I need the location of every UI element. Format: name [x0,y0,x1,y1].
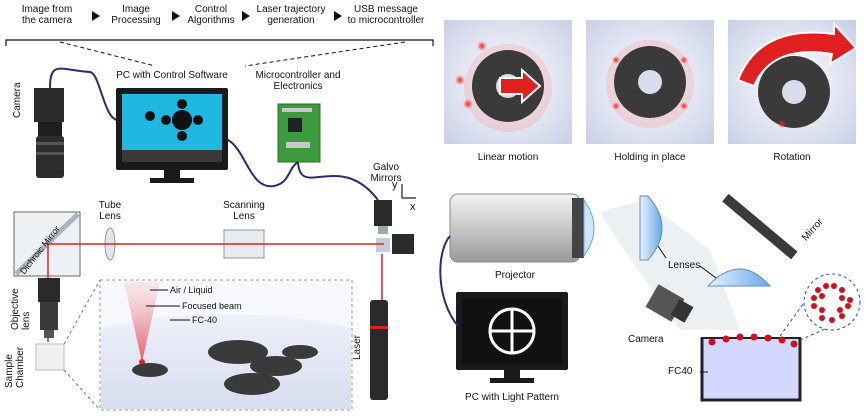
dashed-leader [63,279,101,345]
camera-right-label: Camera [628,334,664,345]
usb-cable [227,139,299,188]
panel-rotation [728,20,858,144]
pc-light-monitor [456,292,568,383]
mirror [722,193,798,260]
pipeline-step-5-line2: to microcontroller [347,15,425,26]
objective-label: Objective lens [10,288,32,330]
axis-y-label: y [392,179,398,191]
leader-line [699,265,717,279]
pc-light-label: PC with Light Pattern [465,392,559,403]
arrow-right-icon [92,11,100,21]
panel-holding [586,20,714,144]
tube-lens-label-line1: Tube [98,200,122,211]
camera-label: Camera [12,82,23,118]
dashed-leader [244,41,406,67]
camera-right [645,284,694,323]
pipeline-step-4-line2: generation [267,15,315,26]
pipeline-step-3-line1: Control [194,4,228,15]
leader-line [657,245,667,259]
pipeline-step-5: USB message to microcontroller [338,4,434,26]
dashed-leader [799,319,847,341]
pipeline-step-4: Laser trajectory generation [248,4,334,26]
laser-label: Laser [352,334,363,360]
panel-linear-motion [444,20,572,144]
camera-device [34,88,64,178]
projector-label: Projector [494,270,535,281]
pipeline-step-1-line1: Image from [21,4,73,15]
dashed-leader [59,41,156,67]
pipeline-step-2-line1: Image [122,4,150,15]
sample-chamber [35,343,65,371]
galvo-mirrors [374,200,414,254]
pipeline-brace [5,39,434,46]
micro-label-line1: Microcontroller and [255,70,341,81]
pc-monitor [116,88,228,183]
scanning-lens-label-line2: Lens [233,211,255,222]
rotation-label: Rotation [773,152,811,163]
pipeline-step-3-line2: Algorithms [187,15,235,26]
projector-device [449,193,595,263]
pipeline-step-2: Image Processing [100,4,172,26]
fc40-label-left: FC-40 [192,315,218,325]
linear-motion-label: Linear motion [477,152,539,163]
dichroic-mirror-box [13,211,81,277]
micro-label-line2: Electronics [273,81,323,92]
microcontroller-board [277,103,321,163]
dashed-leader [779,299,807,337]
pc-label: PC with Control Software [116,70,228,81]
light-path [600,200,740,330]
galvo-label-line2: Mirrors [370,173,402,184]
dashed-leader [63,369,101,411]
galvo-label-line1: Galvo [372,162,400,173]
objective-lens [38,278,60,338]
droplets [708,333,798,348]
laser-device [370,300,388,400]
arrow-right-icon [334,11,342,21]
axis-x-label: x [410,201,416,213]
lens-1 [639,195,663,261]
fc40-dish [700,337,802,402]
focused-beam [124,282,160,362]
pipeline-step-1-line2: the camera [21,15,73,26]
scanning-lens-label-line1: Scanning [223,200,265,211]
lens-2 [706,268,772,287]
pipeline-step-4-line1: Laser trajectory [256,4,326,15]
pipeline-step-3: Control Algorithms [180,4,242,26]
magnified-droplets [811,283,853,323]
screen-gears [145,99,203,141]
pipeline-step-2-line2: Processing [111,15,161,26]
arrow-right-icon [242,11,250,21]
camera-cable [49,67,119,121]
holding-label: Holding in place [614,152,686,163]
sample-chamber-label: Sample Chamber [4,346,26,388]
focused-beam-label: Focused beam [182,301,242,311]
inset-gears [132,340,318,395]
pipeline-step-5-line1: USB message [354,4,418,15]
lenses-label: Lenses [668,260,701,271]
air-liquid-label: Air / Liquid [170,285,213,295]
fc40-label-right: FC40 [668,366,693,377]
pipeline-step-1: Image from the camera [6,4,88,26]
galvo-cable [297,161,379,201]
arrow-right-icon [172,11,180,21]
tube-lens-label-line2: Lens [99,211,121,222]
projector-cable [439,235,459,327]
